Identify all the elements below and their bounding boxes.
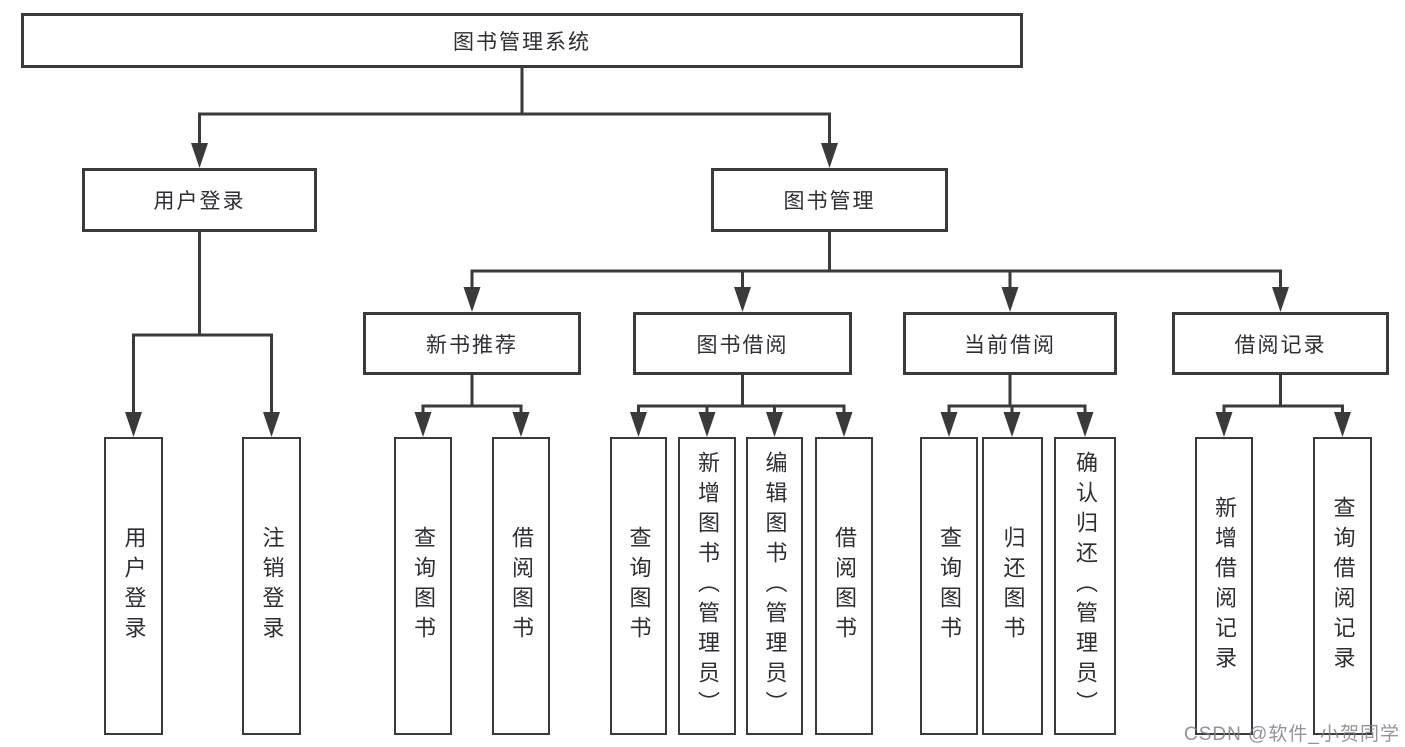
node-book-borrow-label: 图书借阅 bbox=[696, 333, 789, 357]
leaf-query-borrow-record-label: 查询借阅记录 bbox=[1330, 496, 1356, 676]
leaf-logout: 注销登录 bbox=[242, 437, 301, 735]
node-book-management-label: 图书管理 bbox=[783, 190, 876, 213]
leaf-borrow-books-recommend: 借阅图书 bbox=[492, 437, 550, 735]
leaf-edit-books-admin-label: 编辑图书（管理员） bbox=[762, 451, 788, 721]
leaf-return-books: 归还图书 bbox=[982, 437, 1043, 735]
leaf-borrow-books-2: 借阅图书 bbox=[815, 437, 873, 735]
node-user-login-label: 用户登录 bbox=[153, 190, 246, 213]
leaf-query-books-current: 查询图书 bbox=[920, 437, 978, 735]
node-root-label: 图书管理系统 bbox=[453, 30, 591, 54]
leaf-query-books-recommend-label: 查询图书 bbox=[411, 526, 436, 646]
node-book-borrow: 图书借阅 bbox=[633, 312, 852, 375]
leaf-query-books-borrow-label: 查询图书 bbox=[626, 526, 652, 646]
leaf-query-books-current-label: 查询图书 bbox=[937, 526, 962, 646]
node-borrow-records: 借阅记录 bbox=[1172, 312, 1389, 375]
leaf-borrow-books-2-label: 借阅图书 bbox=[832, 526, 857, 646]
leaf-add-books-admin: 新增图书（管理员） bbox=[678, 437, 736, 735]
leaf-query-books-recommend: 查询图书 bbox=[394, 437, 452, 735]
leaf-confirm-return-admin: 确认归还（管理员） bbox=[1054, 437, 1116, 735]
node-current-borrow-label: 当前借阅 bbox=[964, 333, 1056, 357]
node-new-book-recommend: 新书推荐 bbox=[363, 312, 581, 375]
leaf-confirm-return-admin-label: 确认归还（管理员） bbox=[1073, 451, 1098, 721]
node-user-login: 用户登录 bbox=[82, 168, 317, 232]
node-borrow-records-label: 借阅记录 bbox=[1234, 333, 1327, 357]
leaf-query-books-borrow: 查询图书 bbox=[610, 437, 667, 735]
leaf-query-borrow-record: 查询借阅记录 bbox=[1313, 437, 1372, 735]
node-new-book-recommend-label: 新书推荐 bbox=[426, 333, 518, 357]
leaf-user-login: 用户登录 bbox=[104, 437, 163, 735]
leaf-logout-label: 注销登录 bbox=[259, 526, 285, 646]
node-current-borrow: 当前借阅 bbox=[903, 312, 1117, 375]
watermark: CSDN @软件_小贺同学 bbox=[1184, 724, 1400, 745]
leaf-add-books-admin-label: 新增图书（管理员） bbox=[695, 451, 720, 721]
node-book-management: 图书管理 bbox=[711, 168, 948, 232]
leaf-borrow-books-recommend-label: 借阅图书 bbox=[509, 526, 534, 646]
leaf-user-login-label: 用户登录 bbox=[121, 526, 147, 646]
leaf-add-borrow-record: 新增借阅记录 bbox=[1195, 437, 1253, 735]
node-root: 图书管理系统 bbox=[21, 13, 1023, 68]
leaf-add-borrow-record-label: 新增借阅记录 bbox=[1212, 496, 1237, 676]
leaf-return-books-label: 归还图书 bbox=[1000, 526, 1026, 646]
leaf-edit-books-admin: 编辑图书（管理员） bbox=[746, 437, 803, 735]
